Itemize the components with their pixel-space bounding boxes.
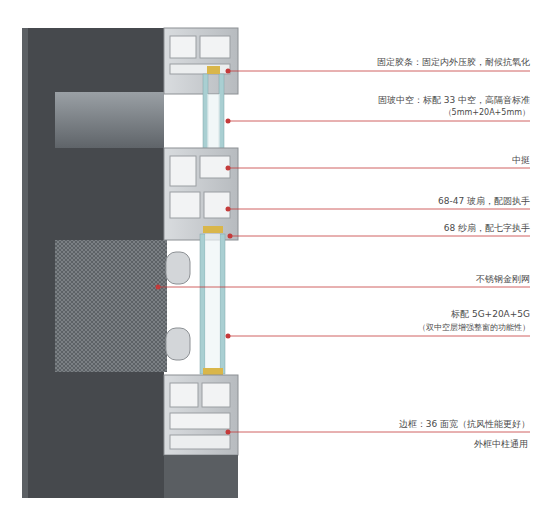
- handle: [166, 328, 190, 360]
- leader-dots: [156, 69, 233, 435]
- leader-dot: [226, 207, 231, 212]
- profile-chamber: [200, 156, 230, 178]
- leader-line: [230, 236, 530, 237]
- callout-label: 中挺: [512, 154, 530, 166]
- profile-chamber: [200, 36, 230, 58]
- leader-line: [228, 168, 530, 169]
- glass-pane: [200, 234, 205, 374]
- handle: [166, 252, 190, 284]
- callout-label: （双中空层增强整窗的功能性）: [418, 322, 530, 334]
- profile-section: [164, 375, 238, 455]
- profile-chamber: [170, 64, 230, 74]
- callout-label: 边框：36 面宽（抗风性能更好）: [399, 418, 530, 430]
- callout-label: 固定胶条：固定内外压胶，耐候抗氧化: [377, 56, 530, 68]
- profile-chamber: [204, 192, 230, 218]
- frame-side: [164, 455, 238, 498]
- profile-chamber: [170, 435, 230, 449]
- profile-chamber: [202, 383, 230, 407]
- spacer: [203, 226, 223, 233]
- leader-line: [228, 336, 530, 337]
- leader-dot: [226, 334, 231, 339]
- profile-chamber: [170, 156, 196, 186]
- profile-chamber: [170, 192, 200, 218]
- leader-line: [228, 432, 530, 433]
- callout-label: 68-47 玻扇，配圆执手: [438, 195, 530, 207]
- spacer: [207, 66, 220, 74]
- screen-mesh: [55, 240, 167, 372]
- leader-dot: [156, 285, 161, 290]
- leader-dot: [228, 234, 233, 239]
- spacer: [203, 368, 223, 375]
- leader-line: [228, 121, 530, 122]
- callout-label: 标配 5G+20A+5G: [451, 308, 530, 320]
- profile-section: [164, 148, 238, 240]
- callout-label: 68 纱扇，配七字执手: [444, 222, 530, 234]
- leader-dot: [226, 119, 231, 124]
- glass-cavity: [207, 94, 220, 148]
- glass-opening: [55, 92, 164, 148]
- glass-cavity: [205, 234, 220, 374]
- leader-lines: [158, 71, 530, 432]
- frame-edge: [22, 28, 28, 498]
- callout-label: 固玻中空：标配 33 中空，高隔音标准: [378, 94, 530, 106]
- leader-dot: [226, 69, 231, 74]
- callout-label: （5mm+20A+5mm）: [444, 107, 530, 119]
- profile-chamber: [170, 413, 230, 429]
- leader-dot: [226, 166, 231, 171]
- leader-line: [158, 287, 530, 288]
- profile-chamber: [170, 383, 198, 407]
- callout-label: 不锈钢金刚网: [476, 273, 530, 285]
- leader-dot: [226, 430, 231, 435]
- leader-line: [228, 71, 530, 72]
- profile-section: [164, 28, 238, 94]
- profile-chamber: [170, 36, 196, 58]
- callout-label: 外框中柱通用: [474, 438, 528, 450]
- glass-pane: [220, 234, 225, 374]
- leader-line: [228, 209, 530, 210]
